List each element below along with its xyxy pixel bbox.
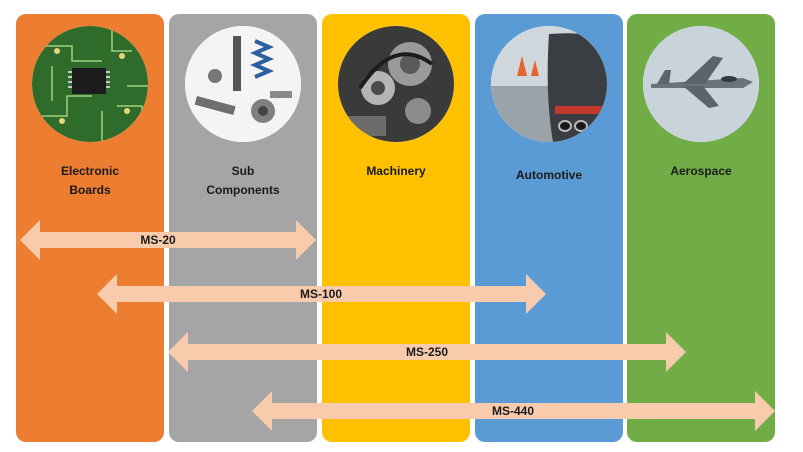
circuit-board-icon [32,26,148,142]
fighter-jet-icon [643,26,759,142]
arrow-ms-20: MS-20 [20,220,316,260]
column-machinery: Machinery [322,14,470,442]
arrow-ms-440: MS-440 [252,391,775,431]
column-label: Automotive [516,168,582,182]
arrow-label: MS-250 [406,345,448,359]
engine-icon [338,26,454,142]
arrow-shape [97,274,546,314]
column-label: Machinery [366,164,426,178]
arrow-shape [168,332,686,372]
column-sub-components: Sub Components [169,14,317,442]
column-electronic-boards: Electronic Boards [16,14,164,442]
arrow-ms-250: MS-250 [168,332,686,372]
car-exhaust-icon [491,26,607,142]
arrow-shape [20,220,316,260]
column-label: Sub Components [206,164,280,197]
column-automotive: Automotive [475,14,623,442]
column-label: Aerospace [670,164,732,178]
arrow-ms-100: MS-100 [97,274,546,314]
arrow-shape [252,391,775,431]
column-label: Electronic Boards [60,164,120,197]
arrow-label: MS-440 [492,404,534,418]
suspension-parts-icon [185,26,301,142]
arrow-label: MS-100 [300,287,342,301]
arrow-label: MS-20 [140,233,176,247]
column-aerospace: Aerospace [627,14,775,442]
